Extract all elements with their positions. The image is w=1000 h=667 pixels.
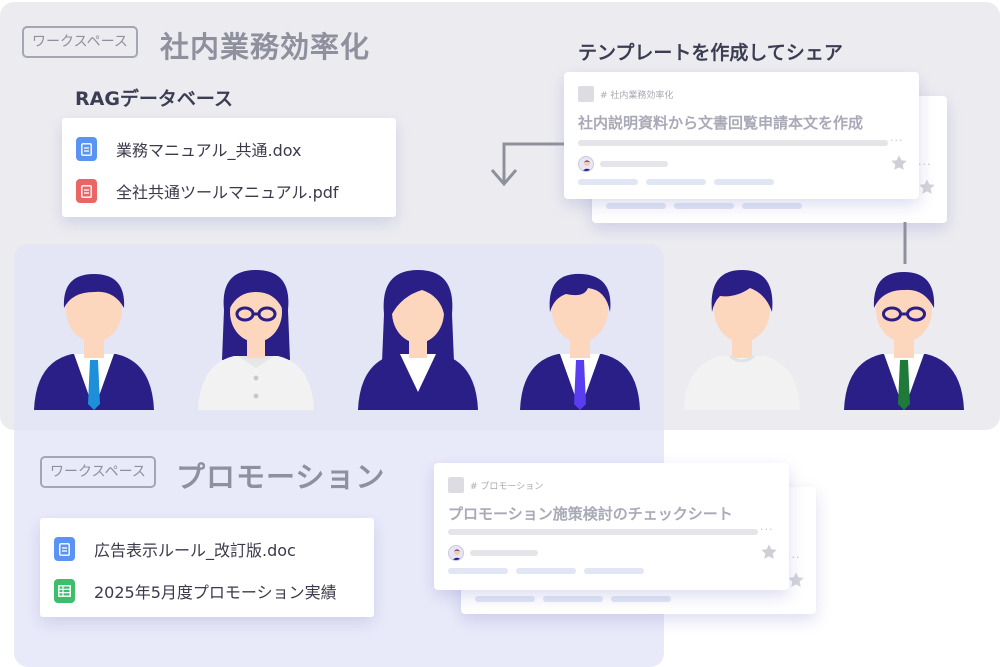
- user-avatar-icon: [578, 156, 594, 172]
- template-title: 社内説明資料から文書回覧申請本文を作成: [578, 114, 864, 132]
- file-item[interactable]: 広告表示ルール_改訂版.doc: [54, 528, 360, 570]
- template-tag: # 社内業務効率化: [578, 86, 673, 102]
- person-man-purple-tie-icon: [520, 273, 640, 410]
- rag-database-title: RAGデータベース: [75, 88, 233, 110]
- template-text-placeholder: [448, 529, 758, 535]
- person-woman-suit-icon: [358, 270, 478, 410]
- share-template-title: テンプレートを作成してシェア: [578, 42, 843, 64]
- template-text-placeholder: [578, 140, 888, 146]
- star-icon: [919, 179, 935, 194]
- rag-file-list: 業務マニュアル_共通.dox 全社共通ツールマニュアル.pdf: [62, 118, 396, 217]
- star-icon: [788, 572, 804, 587]
- file-name: 2025年5月度プロモーション実績: [94, 583, 337, 602]
- person-woman-glasses-icon: [198, 270, 314, 410]
- person-casual-icon: [684, 270, 800, 410]
- more-dots-icon[interactable]: ···: [890, 134, 904, 147]
- rag-file-list: 広告表示ルール_改訂版.doc 2025年5月度プロモーション実績: [40, 518, 374, 617]
- user-avatar-icon: [448, 545, 464, 561]
- file-name: 業務マニュアル_共通.dox: [116, 141, 302, 160]
- workspace-badge: ワークスペース: [22, 26, 138, 58]
- arrow-down-icon: [490, 142, 564, 187]
- workspace-name: プロモーション: [176, 460, 386, 494]
- workspace-badge: ワークスペース: [40, 456, 156, 488]
- person-man-blue-tie-icon: [34, 274, 154, 410]
- person-man-green-tie-glasses-icon: [844, 272, 964, 410]
- connector-line: [903, 222, 907, 264]
- template-card[interactable]: # プロモーション プロモーション施策検討のチェックシート ···: [434, 463, 789, 590]
- more-dots-icon[interactable]: ···: [760, 523, 774, 536]
- workspace-name: 社内業務効率化: [160, 30, 371, 64]
- file-item[interactable]: 業務マニュアル_共通.dox: [76, 128, 382, 170]
- document-icon: [76, 137, 97, 161]
- template-tag: # プロモーション: [448, 477, 543, 493]
- spreadsheet-icon: [54, 579, 75, 603]
- star-icon[interactable]: [890, 154, 908, 172]
- star-icon[interactable]: [760, 543, 778, 561]
- file-item[interactable]: 全社共通ツールマニュアル.pdf: [76, 170, 382, 212]
- file-name: 広告表示ルール_改訂版.doc: [94, 541, 296, 560]
- pdf-document-icon: [76, 179, 97, 203]
- template-title: プロモーション施策検討のチェックシート: [448, 505, 733, 523]
- document-icon: [54, 537, 75, 561]
- file-item[interactable]: 2025年5月度プロモーション実績: [54, 570, 360, 612]
- file-name: 全社共通ツールマニュアル.pdf: [116, 183, 339, 202]
- template-card[interactable]: # 社内業務効率化 社内説明資料から文書回覧申請本文を作成 ···: [564, 72, 919, 199]
